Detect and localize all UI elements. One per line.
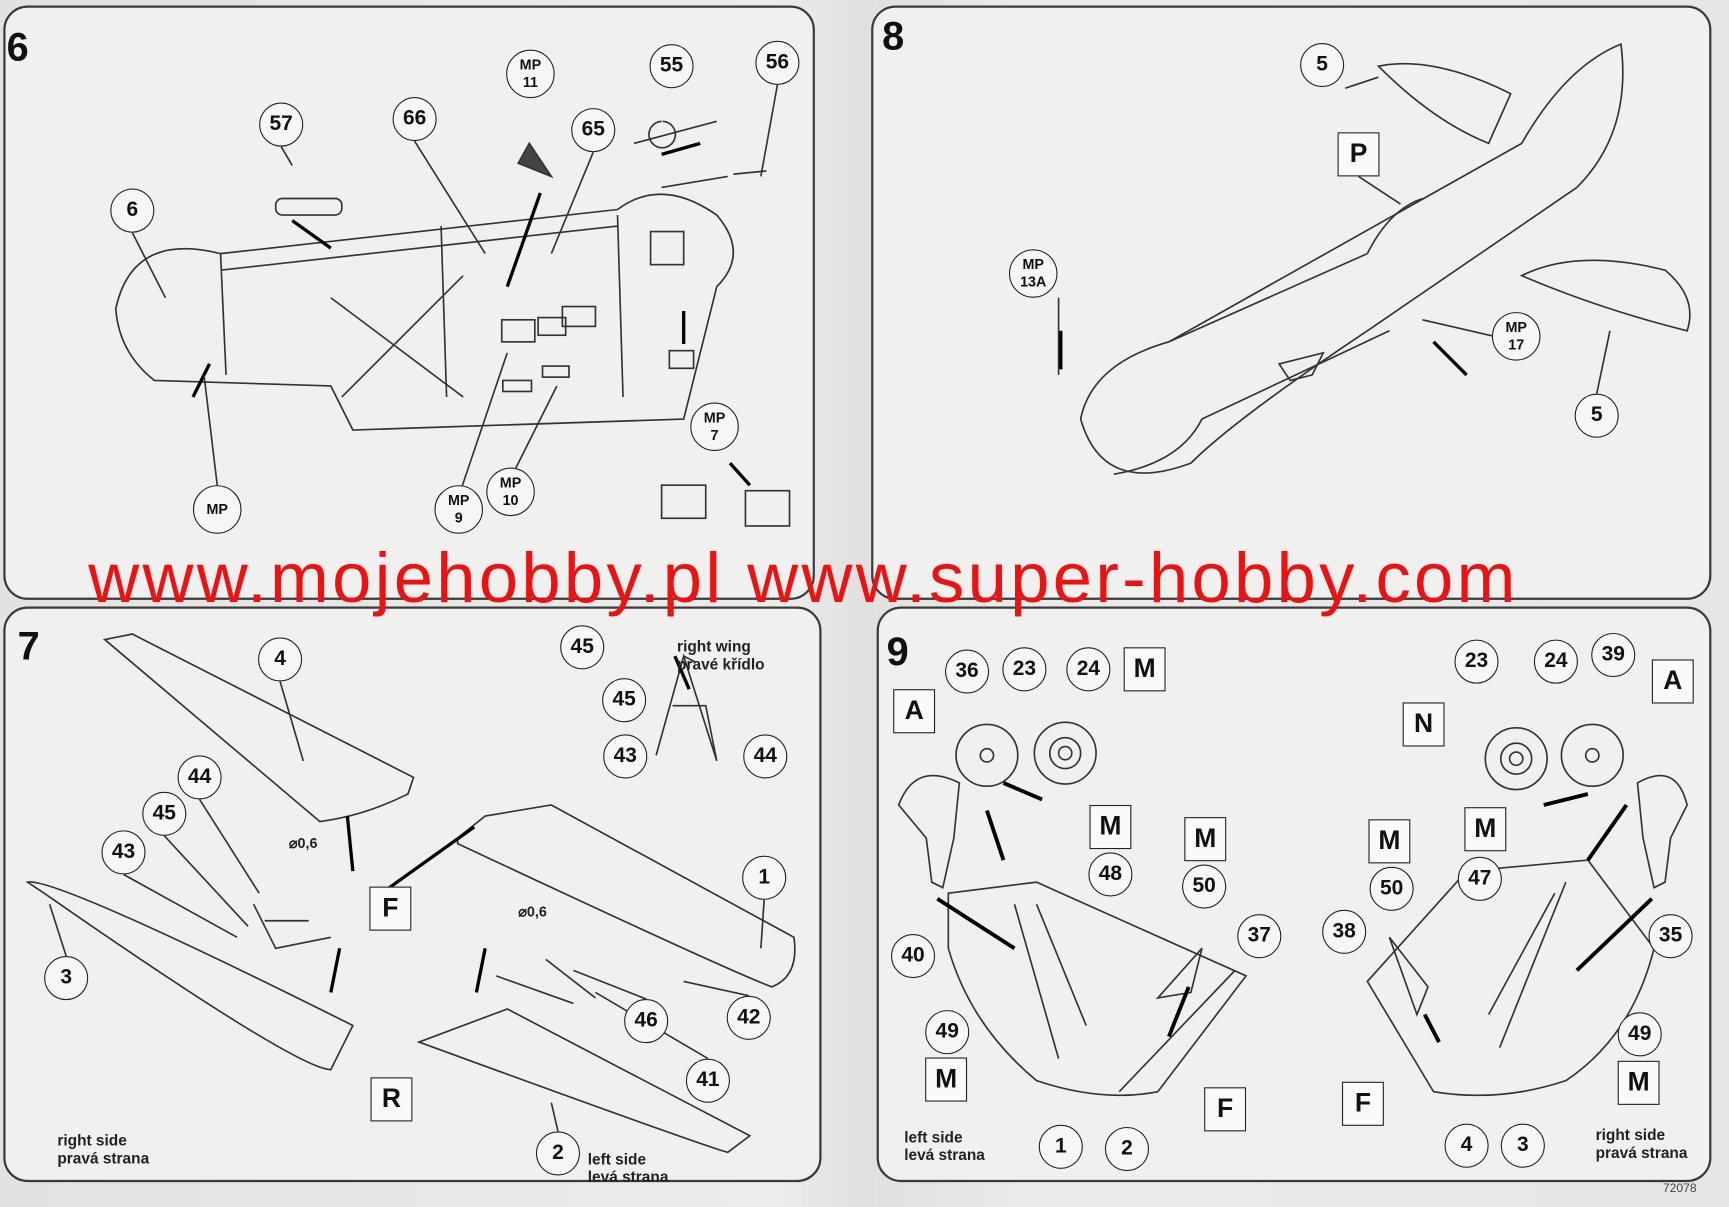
sprue-box: M: [1123, 647, 1166, 692]
sprue-box: F: [369, 886, 412, 931]
part-callout: 35: [1648, 914, 1693, 959]
part-callout: 3: [44, 956, 89, 1001]
part-callout: 48: [1088, 852, 1133, 897]
right-wing-note: right wing pravé křídlo: [677, 637, 765, 673]
drill-diameter-label: ⌀0,6: [518, 903, 547, 920]
part-callout: 45: [560, 625, 605, 670]
sprue-box: F: [1341, 1081, 1384, 1126]
sprue-box: N: [1402, 702, 1445, 747]
part-callout: 1: [742, 855, 787, 900]
part-callout: 2: [1104, 1126, 1150, 1172]
part-callout: 46: [624, 999, 669, 1044]
part-callout: 66: [392, 97, 437, 142]
sprue-box: P: [1337, 132, 1380, 177]
fuselage-interior-drawing: [114, 84, 791, 527]
part-callout: 3: [1500, 1123, 1545, 1168]
part-callout: 38: [1322, 909, 1367, 954]
part-callout: 49: [1617, 1012, 1662, 1057]
part-callout: 44: [177, 755, 222, 800]
part-callout: 37: [1237, 914, 1282, 959]
part-callout: 65: [571, 108, 616, 153]
part-callout: 44: [743, 734, 788, 779]
part-callout: 2: [535, 1131, 581, 1176]
photo-etch-callout: MP: [192, 485, 242, 534]
watermark: www.mojehobby.pl www.super-hobby.com: [88, 538, 1519, 618]
step-number: 6: [6, 24, 29, 70]
sprue-box: A: [893, 689, 936, 734]
part-callout: 49: [925, 1010, 970, 1055]
wing-parts-drawing: [25, 633, 796, 1154]
right-side-note: right side pravá strana: [1595, 1125, 1688, 1162]
sprue-box: A: [1651, 659, 1694, 704]
landing-gear-drawing: [897, 721, 1689, 1097]
panel-step-7: [3, 606, 822, 1183]
right-side-note: right side pravá strana: [57, 1131, 150, 1167]
part-callout: 43: [101, 830, 146, 875]
part-callout: 5: [1574, 393, 1619, 438]
part-callout: 42: [726, 995, 771, 1040]
photo-etch-callout: MP 13A: [1008, 249, 1058, 298]
part-callout: 6: [110, 188, 155, 233]
part-callout: 24: [1533, 639, 1578, 684]
part-callout: 4: [1444, 1123, 1489, 1168]
part-callout: 5: [1300, 43, 1345, 88]
part-callout: 45: [142, 791, 187, 836]
photo-etch-callout: MP 11: [506, 49, 555, 99]
sprue-box: M: [1184, 817, 1227, 862]
left-side-note: left side levá strana: [904, 1128, 985, 1164]
part-callout: 40: [890, 933, 936, 979]
part-callout: 1: [1038, 1124, 1083, 1169]
sprue-box: F: [1204, 1087, 1247, 1132]
sprue-box: M: [1464, 807, 1507, 852]
step-number: 7: [17, 623, 40, 669]
part-callout: 47: [1457, 856, 1502, 901]
panel-step-9: [876, 606, 1712, 1183]
part-callout: 45: [602, 678, 647, 723]
part-callout: 23: [1454, 639, 1499, 684]
photo-etch-callout: MP 9: [434, 485, 483, 534]
part-callout: 55: [649, 44, 694, 89]
aircraft-drawing: [1057, 42, 1691, 475]
part-callout: 24: [1066, 647, 1111, 692]
part-callout: 50: [1182, 864, 1227, 909]
part-callout: 43: [603, 734, 648, 779]
part-callout: 56: [755, 40, 800, 85]
part-callout: 41: [685, 1058, 730, 1103]
left-side-note: left side levá strana: [587, 1150, 669, 1186]
step-number: 8: [882, 13, 905, 59]
sprue-box: M: [1089, 804, 1132, 850]
photo-etch-callout: MP 7: [690, 402, 739, 452]
panel-step-8: [871, 5, 1712, 600]
part-callout: 4: [258, 637, 303, 682]
step-number: 9: [886, 628, 909, 674]
drill-diameter-label: ⌀0,6: [288, 834, 318, 852]
kit-code: 72078: [1662, 1182, 1697, 1196]
part-callout: 50: [1369, 866, 1414, 911]
part-callout: 39: [1591, 632, 1636, 678]
sprue-box: M: [1617, 1060, 1660, 1105]
part-callout: 36: [945, 649, 990, 694]
sprue-box: M: [1368, 819, 1411, 864]
sprue-box: M: [925, 1057, 968, 1102]
sprue-box: R: [370, 1077, 413, 1122]
part-callout: 57: [259, 102, 304, 147]
photo-etch-callout: MP 10: [486, 467, 535, 517]
part-callout: 23: [1002, 647, 1047, 692]
photo-etch-callout: MP 17: [1491, 312, 1541, 361]
